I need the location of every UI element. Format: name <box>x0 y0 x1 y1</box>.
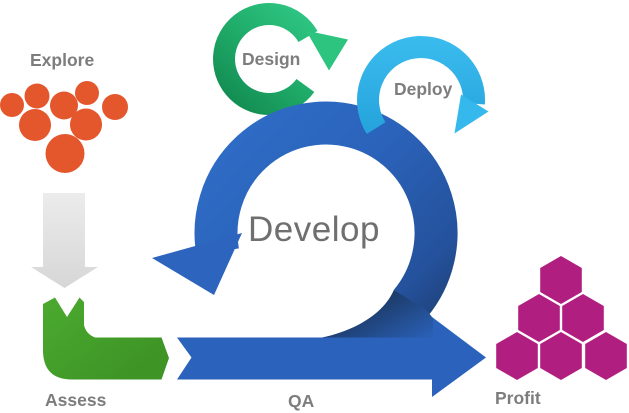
down-arrow-icon <box>31 193 98 288</box>
develop-sprint-arrow <box>152 101 458 338</box>
deploy-loop-arrow <box>357 36 489 134</box>
profit-hexagon <box>540 256 582 304</box>
design-loop-arc <box>213 3 318 115</box>
profit-hexagon <box>496 332 538 380</box>
label-develop: Develop <box>248 210 380 249</box>
label-qa: QA <box>288 391 315 411</box>
explore-dot <box>70 108 102 141</box>
design-loop-arrow <box>213 3 348 115</box>
explore-dot <box>45 134 85 173</box>
develop-omega-arc <box>194 101 458 318</box>
qa-arrow <box>177 317 486 397</box>
profit-hexagon <box>540 332 582 380</box>
explore-dot <box>24 83 50 109</box>
develop-tail-swoosh <box>322 290 433 338</box>
develop-arrowhead-icon <box>152 233 242 295</box>
explore-dot <box>0 93 24 117</box>
explore-dot <box>75 81 99 105</box>
explore-dot <box>102 94 128 120</box>
assess-arrow <box>43 297 169 380</box>
profit-hexagon <box>585 332 627 380</box>
explore-dots-icon <box>0 81 128 173</box>
label-deploy: Deploy <box>394 79 453 99</box>
profit-hexagons-icon <box>496 256 627 380</box>
explore-dot <box>50 91 78 120</box>
design-loop-arrowhead-icon <box>306 30 348 71</box>
label-explore: Explore <box>30 50 95 70</box>
explore-dot <box>19 109 51 141</box>
label-design: Design <box>242 49 301 69</box>
profit-hexagon <box>562 294 604 342</box>
deploy-loop-arc <box>357 36 485 134</box>
label-assess: Assess <box>45 390 107 410</box>
deploy-loop-arrowhead-icon <box>454 94 489 134</box>
profit-hexagon <box>518 294 560 342</box>
label-profit: Profit <box>495 388 541 408</box>
